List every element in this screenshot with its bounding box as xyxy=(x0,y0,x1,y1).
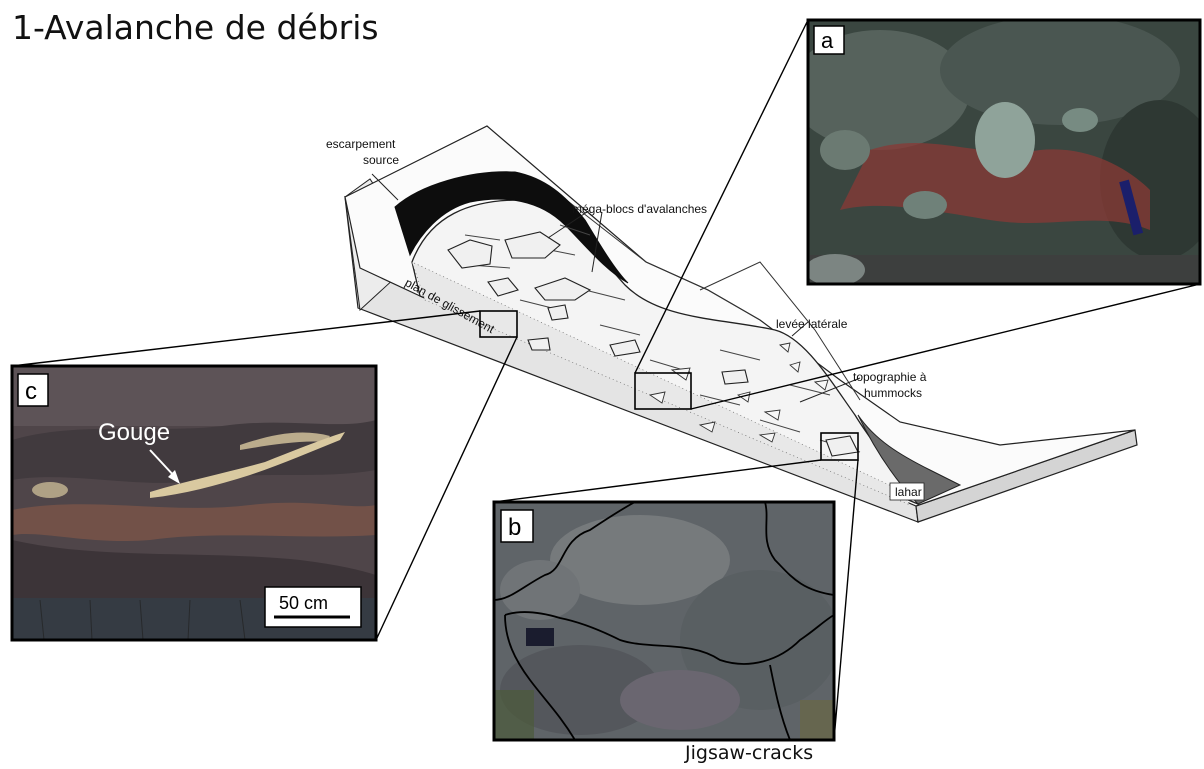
label-hummocks: hummocks xyxy=(864,386,922,400)
slope-break-line xyxy=(559,194,761,321)
zoom-box-b xyxy=(820,432,859,461)
deposit-outline xyxy=(411,199,920,506)
zoom-box-a xyxy=(634,372,692,410)
jigsaw-crack-left xyxy=(494,502,636,601)
jigsaw-crack-lower xyxy=(504,614,576,740)
gouge-label: Gouge xyxy=(98,419,170,446)
zoom-box-c xyxy=(479,310,518,338)
escarpment-scar xyxy=(394,171,629,284)
jigsaw-crack-right xyxy=(764,502,834,596)
lahar-label-box xyxy=(889,482,925,501)
mega-blocks xyxy=(447,231,859,457)
scale-bar-label: 50 cm xyxy=(279,593,328,613)
panel-b-letter: b xyxy=(508,514,521,541)
scale-bar-box xyxy=(264,586,362,628)
jigsaw-caption: Jigsaw-cracks xyxy=(685,742,814,764)
label-mega-blocs: méga-blocs d'avalanches xyxy=(572,202,707,216)
label-levee-laterale: levée latérale xyxy=(776,317,848,331)
label-escarpement: escarpement xyxy=(326,137,396,151)
photo-b: b xyxy=(492,500,836,742)
jigsaw-crack-bottom xyxy=(769,664,791,740)
photo-a: a xyxy=(806,18,1202,286)
gouge-vein xyxy=(150,432,345,498)
block-diagram: escarpement source méga-blocs d'avalanch… xyxy=(326,125,1138,523)
jigsaw-crack-fragment xyxy=(504,611,834,665)
label-lahar: lahar xyxy=(895,485,922,499)
gouge-arrowhead xyxy=(168,470,180,484)
photo-c: c Gouge 50 cm xyxy=(10,364,378,642)
label-topographie: topographie à xyxy=(853,370,927,384)
title: 1-Avalanche de débris xyxy=(12,8,379,47)
small-hummocks xyxy=(648,342,829,443)
levee-edge-line xyxy=(699,261,861,401)
panel-a-letter: a xyxy=(821,28,834,53)
glide-plane-band xyxy=(411,261,911,506)
connector-lines xyxy=(11,19,1201,741)
leader-lines xyxy=(371,173,861,403)
panel-c-letter: c xyxy=(25,378,37,405)
lahar-deposit xyxy=(857,414,962,505)
label-source: source xyxy=(363,153,399,167)
